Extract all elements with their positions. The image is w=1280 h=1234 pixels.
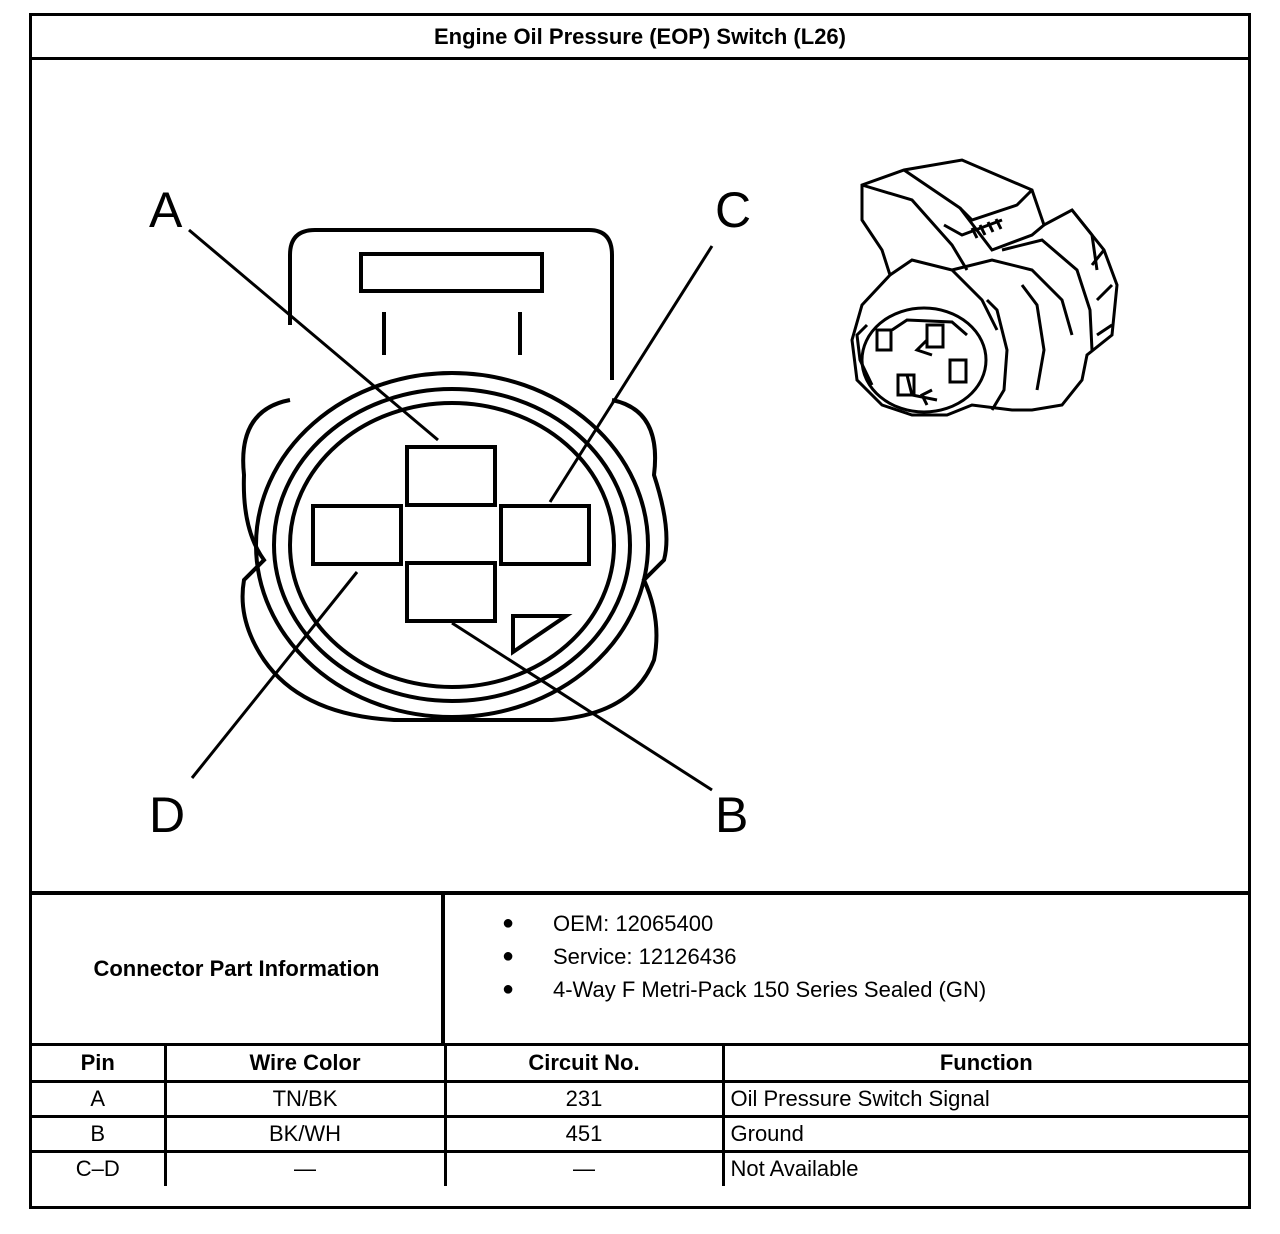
header-wire-color: Wire Color (163, 1046, 447, 1083)
connector-diagram: A C D B (32, 60, 1248, 891)
connector-description: 4-Way F Metri-Pack 150 Series Sealed (GN… (553, 977, 987, 1002)
cell-pin: C–D (32, 1149, 167, 1186)
table-row: A TN/BK 231 Oil Pressure Switch Signal (32, 1079, 1248, 1118)
leader-line-d (190, 571, 359, 779)
connector-sheet: Engine Oil Pressure (EOP) Switch (L26) (29, 13, 1251, 1209)
header-pin: Pin (32, 1046, 167, 1083)
leader-line-c (548, 245, 714, 503)
cell-wire-color: BK/WH (163, 1114, 447, 1153)
bullet-icon: ● (502, 945, 515, 967)
connector-outer-housing (240, 398, 669, 722)
leader-line-b (451, 621, 713, 792)
seal-ring-inner (288, 401, 616, 689)
pin-label-a: A (149, 182, 183, 238)
cavity-d (311, 504, 403, 566)
pin-label-d: D (149, 787, 185, 843)
cell-pin: A (32, 1079, 167, 1118)
cavity-b (405, 561, 497, 623)
cavity-c (499, 504, 591, 566)
cell-circuit-no: — (443, 1149, 725, 1186)
header-function: Function (721, 1046, 1248, 1083)
list-item: ● OEM: 12065400 (502, 907, 986, 940)
pin-label-b: B (715, 787, 748, 843)
table-header-row: Pin Wire Color Circuit No. Function (32, 1046, 1248, 1083)
seal-ring-middle (272, 387, 632, 703)
pin-label-c: C (715, 182, 751, 238)
connector-latch (288, 228, 614, 380)
pin-out-table: Pin Wire Color Circuit No. Function A TN… (32, 1046, 1248, 1186)
list-item: ● 4-Way F Metri-Pack 150 Series Sealed (G… (502, 973, 986, 1006)
oem-part-number: OEM: 12065400 (553, 911, 714, 936)
cell-function: Not Available (721, 1149, 1248, 1186)
connector-info-label: Connector Part Information (32, 895, 445, 1043)
latch-window (359, 252, 544, 293)
key-notch (511, 614, 573, 656)
connector-info-list: ● OEM: 12065400 ● Service: 12126436 ● 4-Way… (502, 907, 986, 1006)
cell-wire-color: — (163, 1149, 447, 1186)
connector-face-drawing: A C D B (149, 158, 1119, 843)
header-circuit-no: Circuit No. (443, 1046, 725, 1083)
leader-line-a (188, 228, 439, 442)
cell-circuit-no: 231 (443, 1079, 725, 1118)
cell-wire-color: TN/BK (163, 1079, 447, 1118)
cell-function: Oil Pressure Switch Signal (721, 1079, 1248, 1118)
seal-ring-outer (254, 371, 650, 719)
bullet-icon: ● (502, 978, 515, 1000)
page-title: Engine Oil Pressure (EOP) Switch (L26) (32, 16, 1248, 60)
cell-function: Ground (721, 1114, 1248, 1153)
list-item: ● Service: 12126436 (502, 940, 986, 973)
cell-pin: B (32, 1114, 167, 1153)
connector-part-information: Connector Part Information ● OEM: 1206540… (32, 891, 1248, 1046)
bullet-icon: ● (502, 912, 515, 934)
service-part-number: Service: 12126436 (553, 944, 737, 969)
connector-3d-illustration (850, 158, 1119, 417)
cell-circuit-no: 451 (443, 1114, 725, 1153)
cavity-a (405, 445, 497, 507)
table-row: B BK/WH 451 Ground (32, 1114, 1248, 1153)
table-row: C–D — — Not Available (32, 1149, 1248, 1186)
